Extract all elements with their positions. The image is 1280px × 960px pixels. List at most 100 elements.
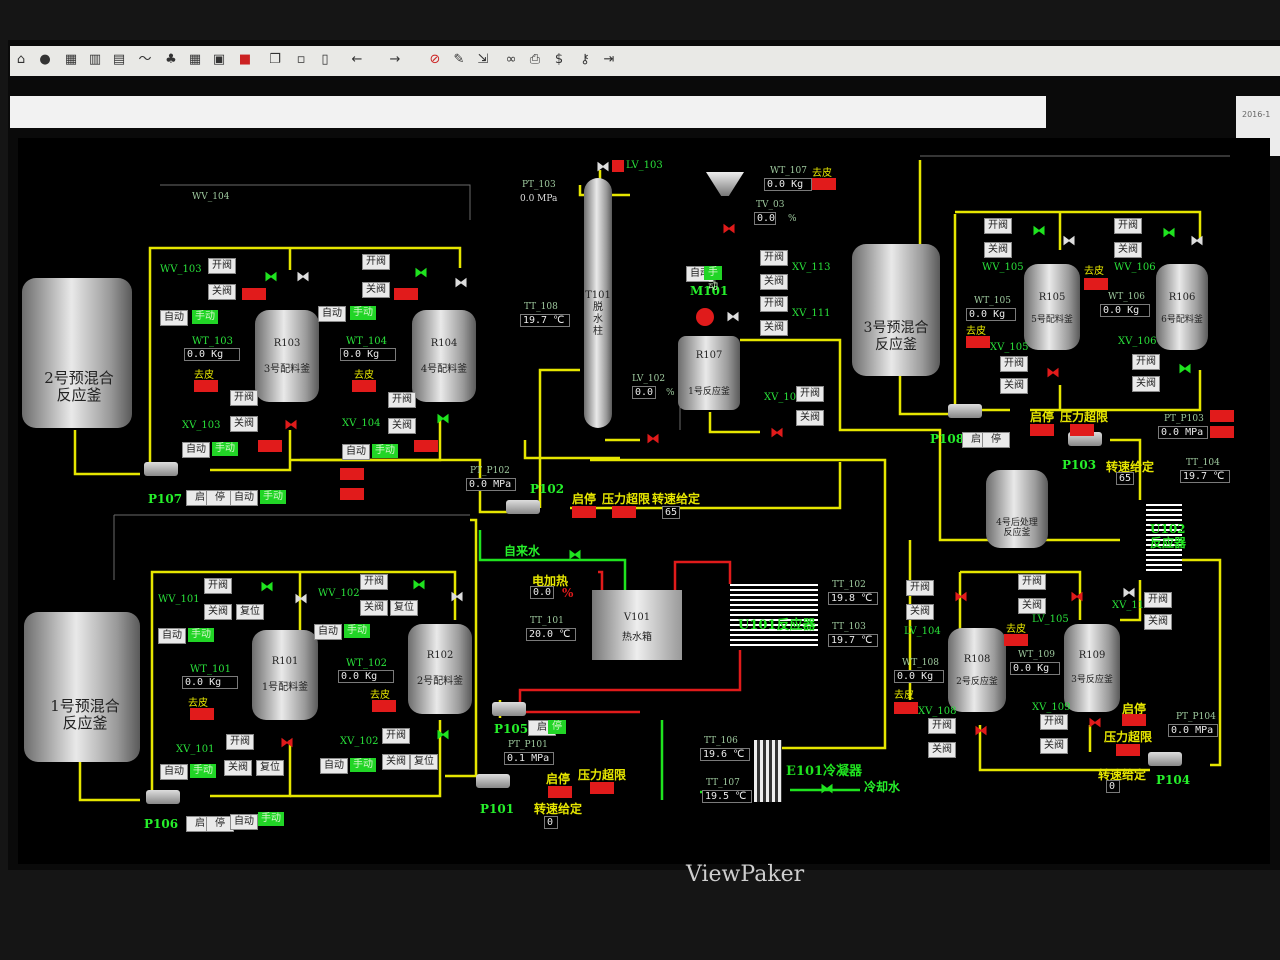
xv101-auto-button[interactable]: 自动 xyxy=(160,764,188,780)
r109-tare-button[interactable] xyxy=(1004,634,1028,646)
xv110-open-button[interactable]: 开阀 xyxy=(1144,592,1172,608)
grid-icon[interactable]: ▦ xyxy=(64,52,78,67)
r103-auto-button[interactable]: 自动 xyxy=(160,310,188,326)
p102-startstop-button[interactable] xyxy=(572,506,596,518)
xv113-open-button[interactable]: 开阀 xyxy=(760,250,788,266)
r102-manual-button[interactable]: 手动 xyxy=(344,624,370,638)
xv107-open-button[interactable]: 开阀 xyxy=(796,386,824,402)
valve-vent4-icon[interactable]: ⧓ xyxy=(450,589,464,605)
r102-close-button[interactable]: 关阀 xyxy=(360,600,388,616)
m101-manual-button[interactable]: 手动 xyxy=(704,266,722,292)
valve-lv103-icon[interactable]: ⧓ xyxy=(596,159,610,175)
valve-wv103-icon[interactable]: ⧓ xyxy=(264,269,278,285)
xv103-manual-button[interactable]: 手动 xyxy=(212,442,238,456)
p104-speed-value[interactable]: 0 xyxy=(1106,780,1120,793)
r106-close-button[interactable]: 关阀 xyxy=(1114,242,1142,258)
pump-p101[interactable] xyxy=(476,774,510,788)
xv106-open-button[interactable]: 开阀 xyxy=(1132,354,1160,370)
print-icon[interactable]: ⎙ xyxy=(529,52,541,67)
p106-auto-button[interactable]: 自动 xyxy=(230,814,258,830)
r105-close-button[interactable]: 关阀 xyxy=(984,242,1012,258)
valve-vent3-icon[interactable]: ⧓ xyxy=(294,591,308,607)
window-icon[interactable]: ▣ xyxy=(212,52,226,67)
p104-startstop-button[interactable] xyxy=(1122,714,1146,726)
back-icon[interactable]: ← xyxy=(351,52,363,67)
xv107-close-button[interactable]: 关阀 xyxy=(796,410,824,426)
r102-reset-button[interactable]: 复位 xyxy=(390,600,418,616)
lv104-close-button[interactable]: 关阀 xyxy=(906,604,934,620)
r101-close-button[interactable]: 关阀 xyxy=(204,604,232,620)
p103-speed-value[interactable]: 65 xyxy=(1116,472,1134,485)
r105-open-button[interactable]: 开阀 xyxy=(984,218,1012,234)
p101-speed-value[interactable]: 0 xyxy=(544,816,558,829)
valve-wv101-icon[interactable]: ⧓ xyxy=(260,579,274,595)
lv105-open-button[interactable]: 开阀 xyxy=(1018,574,1046,590)
xv111-open-button[interactable]: 开阀 xyxy=(760,296,788,312)
xv102-manual-button[interactable]: 手动 xyxy=(350,758,376,772)
p101-startstop-button[interactable] xyxy=(548,786,572,798)
xv105-open-button[interactable]: 开阀 xyxy=(1000,356,1028,372)
p108-stop-button[interactable]: 停 xyxy=(982,432,1010,448)
valve-lv105-icon[interactable]: ⧓ xyxy=(1070,589,1084,605)
record-icon[interactable]: ● xyxy=(39,52,51,67)
home-icon[interactable]: ⌂ xyxy=(16,52,26,67)
valve-vent6-icon[interactable]: ⧓ xyxy=(1190,233,1204,249)
p107-stop-button[interactable]: 停 xyxy=(206,490,234,506)
valve-xv106-icon[interactable]: ⧓ xyxy=(1178,361,1192,377)
valve-xv113-icon[interactable]: ⧓ xyxy=(722,221,736,237)
copy-icon[interactable]: ❐ xyxy=(269,52,281,67)
pump-p102[interactable] xyxy=(506,500,540,514)
valve-xv107-icon[interactable]: ⧓ xyxy=(770,425,784,441)
valve-lv102-icon[interactable]: ⧓ xyxy=(646,431,660,447)
valve-xv108-icon[interactable]: ⧓ xyxy=(974,723,988,739)
valve-vent2-icon[interactable]: ⧓ xyxy=(454,275,468,291)
r104-auto-button[interactable]: 自动 xyxy=(318,306,346,322)
r104-open-button[interactable]: 开阀 xyxy=(362,254,390,270)
lv105-close-button[interactable]: 关阀 xyxy=(1018,598,1046,614)
r106-tare-button[interactable] xyxy=(1084,278,1108,290)
p107-auto-button[interactable]: 自动 xyxy=(230,490,258,506)
table-icon[interactable]: ▤ xyxy=(112,52,126,67)
r108-tare-button[interactable] xyxy=(894,702,918,714)
valve-xv105-icon[interactable]: ⧓ xyxy=(1046,365,1060,381)
pump-p108[interactable] xyxy=(948,404,982,418)
r102-open-button[interactable]: 开阀 xyxy=(360,574,388,590)
xv103-open-button[interactable]: 开阀 xyxy=(230,390,258,406)
xv109-close-button[interactable]: 关阀 xyxy=(1040,738,1068,754)
r106-open-button[interactable]: 开阀 xyxy=(1114,218,1142,234)
p106-stop-button[interactable]: 停 xyxy=(206,816,234,832)
xv102-auto-button[interactable]: 自动 xyxy=(320,758,348,774)
r103-open-button[interactable]: 开阀 xyxy=(208,258,236,274)
p106-manual-button[interactable]: 手动 xyxy=(258,812,284,826)
xv109-open-button[interactable]: 开阀 xyxy=(1040,714,1068,730)
no-icon[interactable]: ⊘ xyxy=(429,52,441,67)
r102-auto-button[interactable]: 自动 xyxy=(314,624,342,640)
xv101-open-button[interactable]: 开阀 xyxy=(226,734,254,750)
elec-heat-value[interactable]: 0.0 xyxy=(530,586,554,599)
edit-icon[interactable]: ✎ xyxy=(453,52,465,67)
xv105-close-button[interactable]: 关阀 xyxy=(1000,378,1028,394)
xv104-auto-button[interactable]: 自动 xyxy=(342,444,370,460)
stop-icon[interactable]: ■ xyxy=(238,52,252,67)
valve-xv103-icon[interactable]: ⧓ xyxy=(284,417,298,433)
valve-xv102-icon[interactable]: ⧓ xyxy=(436,727,450,743)
xv113-close-button[interactable]: 关阀 xyxy=(760,274,788,290)
xv104-manual-button[interactable]: 手动 xyxy=(372,444,398,458)
xv104-close-button[interactable]: 关阀 xyxy=(388,418,416,434)
export-icon[interactable]: ⇲ xyxy=(477,52,489,67)
xv106-close-button[interactable]: 关阀 xyxy=(1132,376,1160,392)
xv108-open-button[interactable]: 开阀 xyxy=(928,718,956,734)
valve-xv101-icon[interactable]: ⧓ xyxy=(280,735,294,751)
valve-xv111-icon[interactable]: ⧓ xyxy=(726,309,740,325)
valve-xv110-icon[interactable]: ⧓ xyxy=(1122,585,1136,601)
r105-tare-button[interactable] xyxy=(966,336,990,348)
valve-wv106-icon[interactable]: ⧓ xyxy=(1162,225,1176,241)
exit-icon[interactable]: ⇥ xyxy=(603,52,615,67)
r101-manual-button[interactable]: 手动 xyxy=(188,628,214,642)
motor-m101-icon[interactable] xyxy=(696,308,714,326)
valve-xv104-icon[interactable]: ⧓ xyxy=(436,411,450,427)
p102-speed-value[interactable]: 65 xyxy=(662,506,680,519)
r103-close-button[interactable]: 关阀 xyxy=(208,284,236,300)
r101-reset-button[interactable]: 复位 xyxy=(236,604,264,620)
trend-icon[interactable]: 〜 xyxy=(138,52,152,67)
